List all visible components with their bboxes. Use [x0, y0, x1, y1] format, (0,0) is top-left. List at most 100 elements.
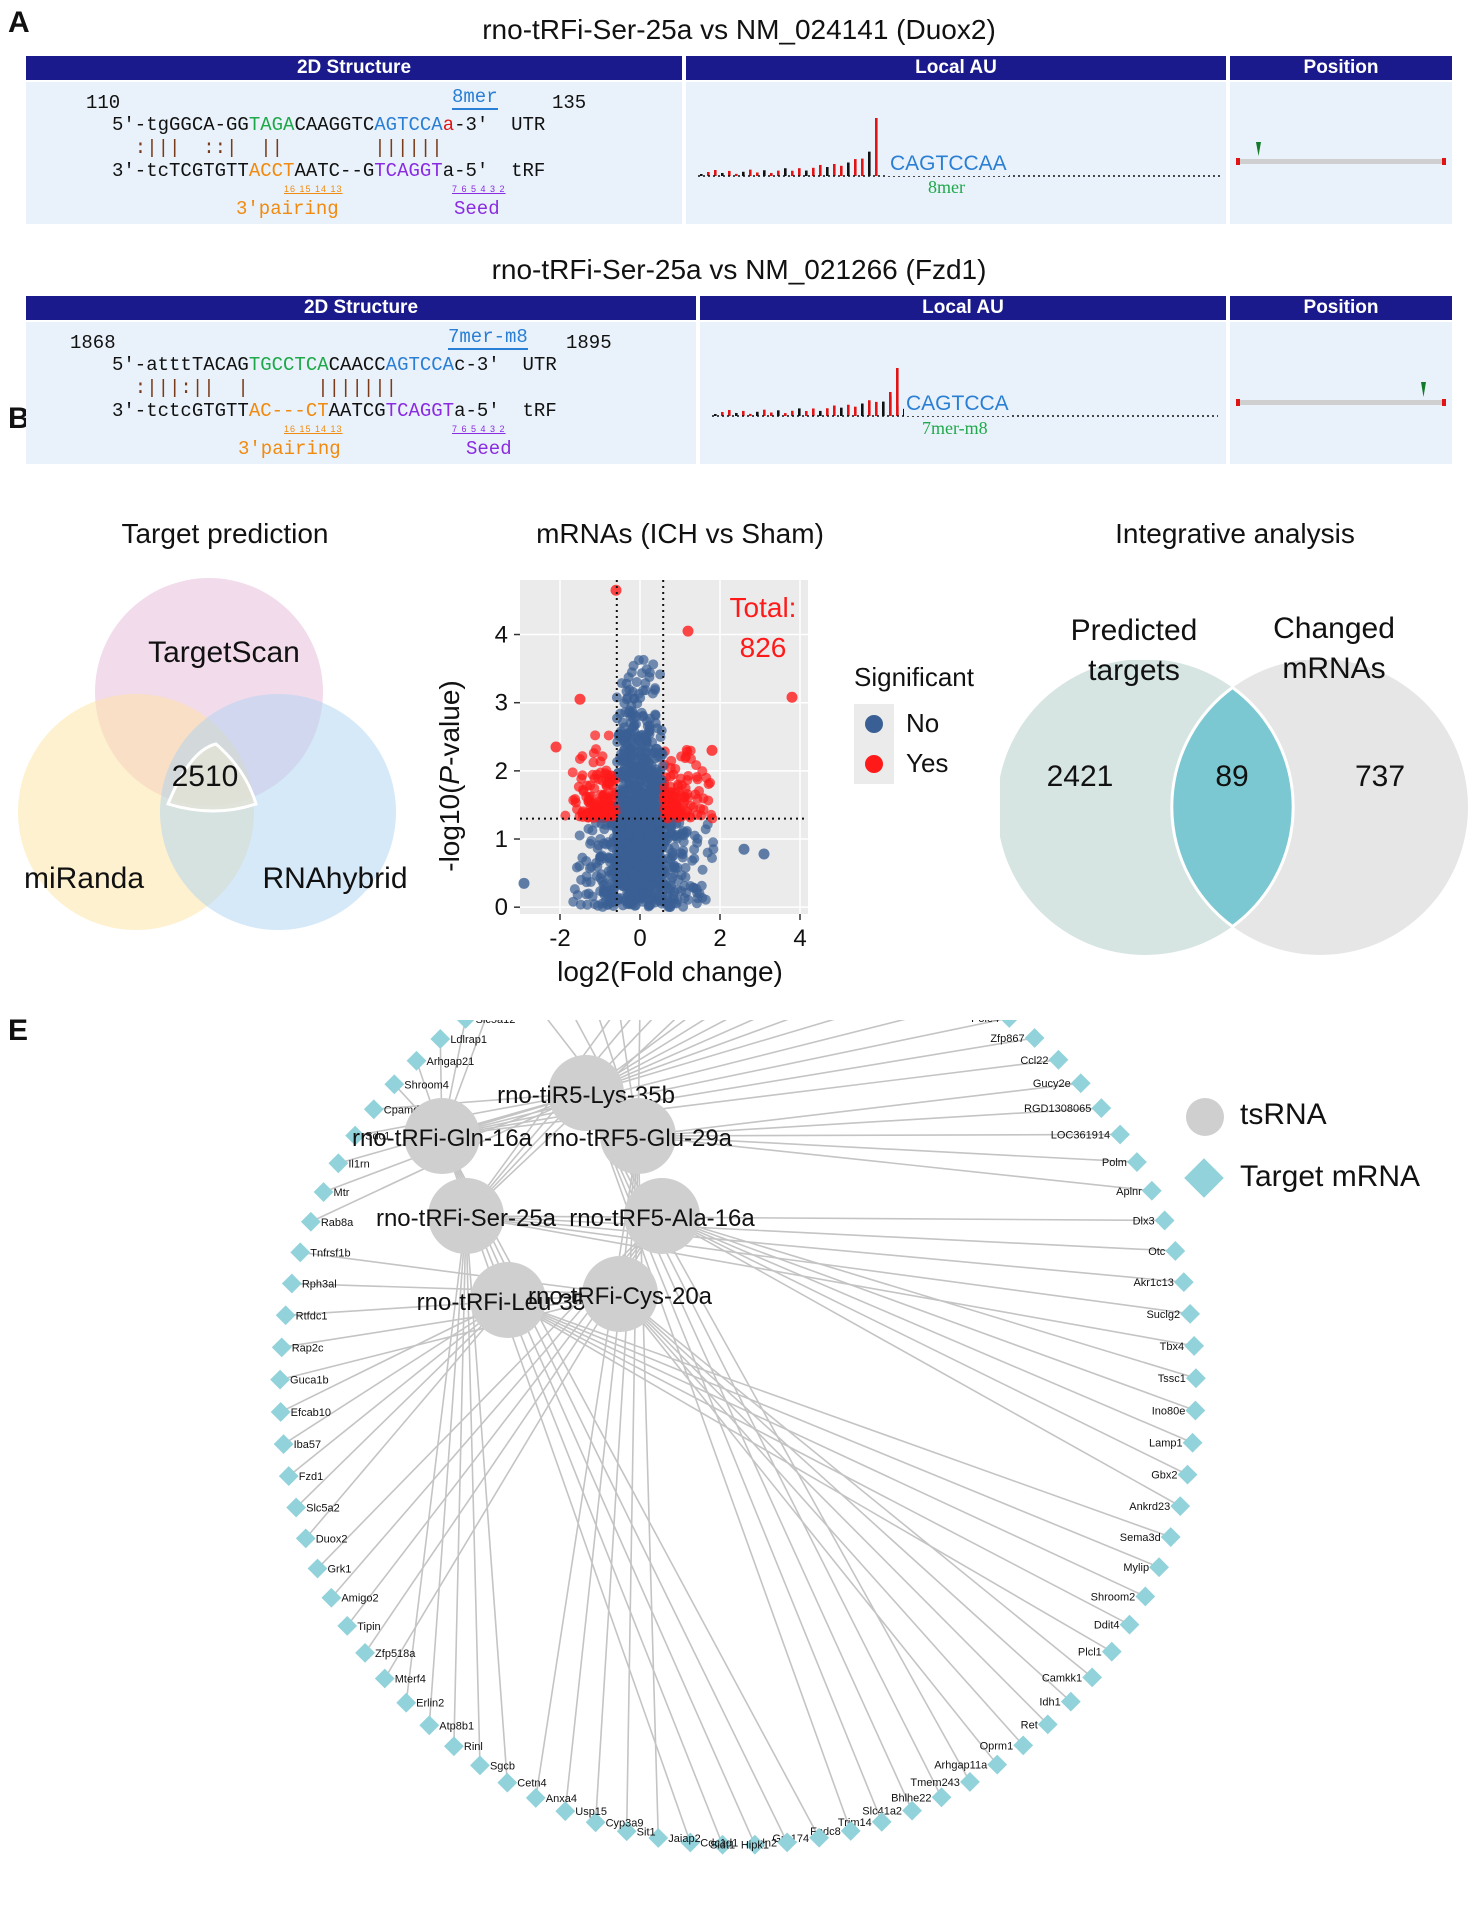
- target-node-ino80e: [1185, 1400, 1206, 1421]
- au-bar: [749, 413, 752, 416]
- target-label: Mylip: [1123, 1562, 1149, 1574]
- volcano-title: mRNAs (ICH vs Sham): [536, 518, 824, 549]
- target-label: Guca1b: [290, 1375, 329, 1387]
- venn-d-title: Integrative analysis: [1115, 518, 1355, 549]
- target-node-usp15: [555, 1801, 576, 1822]
- tsrna-node: [600, 1098, 676, 1174]
- volcano-point: [633, 655, 644, 666]
- tsrna-node: [404, 1098, 480, 1174]
- trf-seq-3p: ACCT: [248, 160, 295, 182]
- volcano-point: [606, 770, 617, 781]
- au-bar: [714, 169, 717, 176]
- y-tick-label: 1: [495, 826, 508, 853]
- volcano-point: [617, 766, 628, 777]
- au-bar: [749, 169, 752, 176]
- network-edge: [465, 1215, 1195, 1347]
- network-edge: [637, 1135, 1137, 1163]
- legend-tsrna-label: tsRNA: [1240, 1098, 1327, 1131]
- target-node-hipk1: [744, 1834, 765, 1855]
- venn-d-left-label-line2: targets: [1088, 654, 1180, 687]
- utr-sequence: 5'-tgGGCA-GGTAGACAAGGTCAGTCCAa-3' UTR: [112, 114, 545, 136]
- volcano-point: [663, 790, 674, 801]
- header-local-au: Local AU: [700, 296, 1226, 320]
- au-bar: [784, 168, 787, 176]
- target-node-aplnr: [1141, 1180, 1162, 1201]
- target-node-cyp3a9: [585, 1812, 606, 1833]
- venn-b-label-rnahybrid: RNAhybrid: [262, 862, 408, 895]
- network-edge: [661, 1215, 1197, 1379]
- target-label: Gucy2e: [1033, 1078, 1071, 1090]
- au-bar: [791, 170, 794, 176]
- target-label: Slc5a12: [476, 1020, 516, 1026]
- target-label: Shroom4: [404, 1079, 449, 1091]
- network-edge: [507, 1299, 1130, 1626]
- target-label: Usp15: [575, 1806, 607, 1818]
- au-bar: [777, 170, 780, 176]
- target-node-tnfrsf1b: [290, 1242, 311, 1263]
- target-node-tbx4: [1184, 1336, 1205, 1356]
- panel-letter-a: A: [8, 6, 30, 39]
- target-label: Aplnr: [1116, 1186, 1142, 1198]
- volcano-point: [672, 894, 683, 905]
- target-node-sdc1: [345, 1125, 366, 1146]
- target-label: Sema3d: [1120, 1532, 1161, 1544]
- au-bar: [826, 167, 829, 176]
- target-label: Sgcb: [490, 1760, 515, 1772]
- target-node-rph3al: [281, 1273, 302, 1294]
- target-label: Sit1: [637, 1826, 656, 1838]
- volcano-point: [646, 779, 657, 790]
- target-node-ret: [1037, 1714, 1058, 1735]
- network-edge: [564, 1135, 639, 1812]
- volcano-point: [643, 809, 654, 820]
- venn-d-right-label-line2: mRNAs: [1282, 652, 1386, 685]
- volcano-point: [584, 863, 595, 874]
- au-site-sequence: CAGTCCAA: [888, 152, 1009, 176]
- volcano-point: [689, 844, 700, 855]
- transcript-bar: [1238, 400, 1444, 405]
- network-edge: [441, 1037, 1035, 1137]
- volcano-point: [692, 887, 703, 898]
- tsrna-node: [548, 1055, 624, 1131]
- target-node-duox2: [295, 1528, 316, 1549]
- header-local-au: Local AU: [686, 56, 1226, 80]
- au-bar: [875, 401, 878, 416]
- volcano-point: [606, 878, 617, 889]
- volcano-point: [569, 884, 580, 895]
- tsrna-label: rno-tRFi-Gln-16a: [352, 1125, 533, 1152]
- volcano-point: [577, 770, 588, 781]
- target-node-efcab10: [270, 1402, 291, 1422]
- target-label: Shroom2: [1091, 1591, 1136, 1603]
- utr-seq-seed-match: AGTCCA: [385, 354, 455, 376]
- volcano-point: [676, 870, 687, 881]
- tsrna-node: [470, 1262, 546, 1338]
- volcano-point: [649, 747, 660, 758]
- transcript-start-mark: [1236, 399, 1240, 406]
- volcano-point: [678, 845, 689, 856]
- volcano-point: [639, 890, 650, 901]
- network-edge: [661, 1215, 1193, 1444]
- panel-letter-e: E: [8, 1014, 29, 1047]
- utr-start-position: 110: [86, 92, 121, 114]
- au-bar: [833, 163, 836, 176]
- target-label: Pole4: [971, 1020, 999, 1025]
- volcano-point: [606, 897, 617, 908]
- volcano-point: [599, 794, 610, 805]
- target-node-gucy2e: [1070, 1073, 1091, 1094]
- network-edge: [585, 1020, 789, 1094]
- network-edge: [441, 1059, 1059, 1137]
- volcano-point: [591, 744, 602, 755]
- volcano-point: [638, 732, 649, 743]
- target-label: Rtfdc1: [296, 1310, 328, 1322]
- volcano-x-label: log2(Fold change): [557, 956, 783, 987]
- volcano-point: [586, 835, 597, 846]
- volcano-point: [574, 830, 585, 841]
- target-node-mylip: [1149, 1557, 1169, 1578]
- volcano-point: [577, 852, 588, 863]
- target-label: Zfp867: [990, 1033, 1024, 1045]
- au-bar: [847, 162, 850, 176]
- au-bar: [854, 406, 857, 416]
- volcano-point: [608, 836, 619, 847]
- volcano-point: [603, 730, 614, 741]
- target-node-cdc1d1: [680, 1832, 701, 1853]
- target-node-amigo2: [321, 1587, 342, 1608]
